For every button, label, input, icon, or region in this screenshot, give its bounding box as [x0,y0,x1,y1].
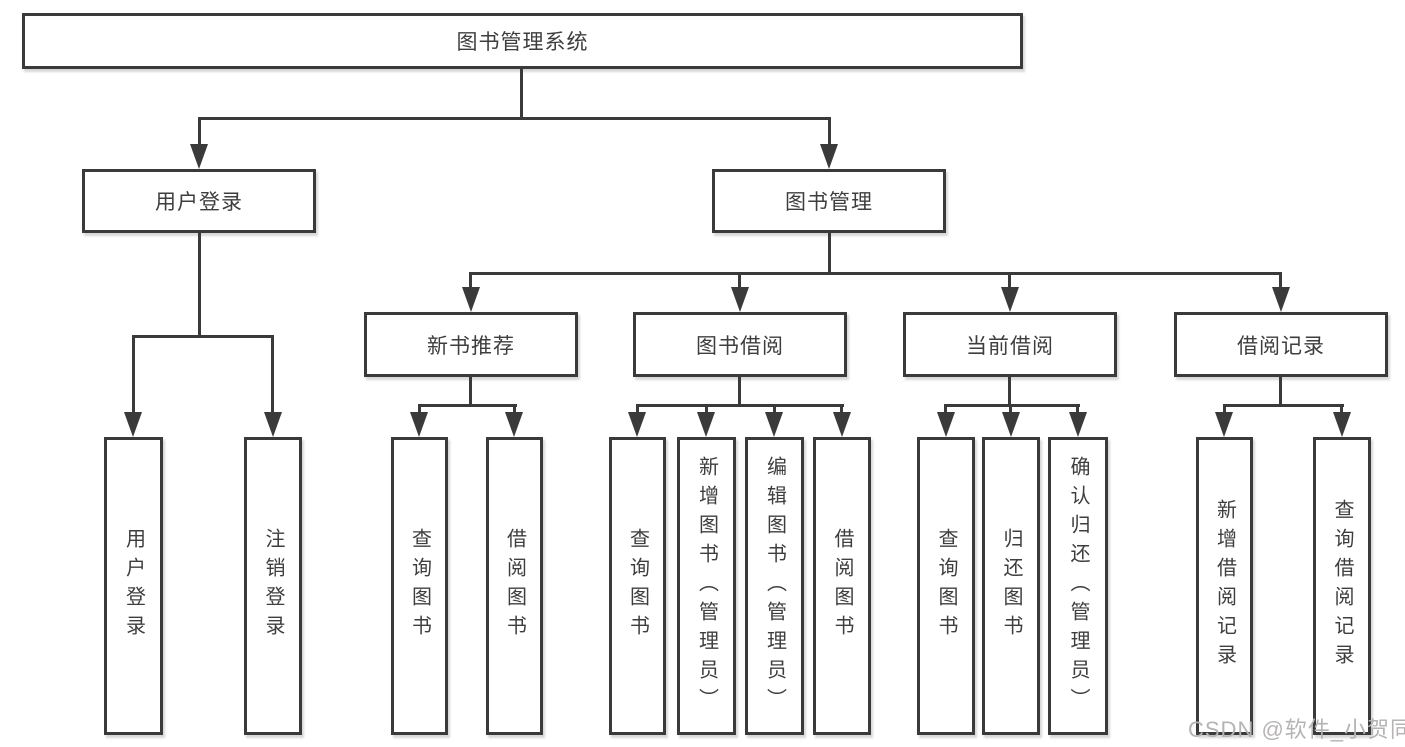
connector-userlogin-stem [198,233,201,337]
connector-newbook-stem [469,377,472,407]
connector-newbook-drop-2 [513,404,516,414]
leaf-label: 归还图书 [1000,528,1022,644]
connector-current-drop-1 [944,404,947,414]
arrow-head [410,412,428,437]
leaf-label: 借阅图书 [503,528,526,644]
arrow-head [264,412,282,437]
connector-root-drop-right [828,117,831,147]
leaf-label: 查询图书 [626,528,649,644]
arrow-head [1002,412,1020,437]
leaf-current-confirm-return-admin: 确认归还（管理员） [1048,437,1108,735]
connector-borrow-stem [738,377,741,407]
connector-records-drop-1 [1223,404,1226,414]
connector-bookmgmt-drop-3 [1008,272,1011,290]
leaf-logout: 注销登录 [244,437,302,735]
leaf-current-return-books: 归还图书 [982,437,1040,735]
connector-records-stem [1279,377,1282,407]
connector-root-stem [520,69,523,119]
connector-current-stem [1008,377,1011,407]
node-label: 图书管理系统 [456,31,589,54]
connector-bookmgmt-drop-1 [469,272,472,290]
node-user-login: 用户登录 [82,169,316,233]
arrow-head [1069,412,1087,437]
arrow-head [1272,287,1290,312]
leaf-current-query-books: 查询图书 [917,437,975,735]
leaf-borrow-edit-books-admin: 编辑图书（管理员） [745,437,804,735]
node-new-book-recommend: 新书推荐 [364,312,578,377]
leaf-label: 新增借阅记录 [1213,499,1236,673]
leaf-records-query-record: 查询借阅记录 [1313,437,1371,735]
leaf-records-add-record: 新增借阅记录 [1196,437,1253,735]
leaf-borrow-add-books-admin: 新增图书（管理员） [677,437,736,735]
connector-borrow-drop-1 [636,404,639,414]
connector-userlogin-drop-1 [132,335,135,415]
connector-borrow-drop-3 [773,404,776,414]
arrow-head [765,412,783,437]
node-current-borrow: 当前借阅 [903,312,1117,377]
leaf-label: 注销登录 [262,528,284,644]
connector-borrow-drop-2 [705,404,708,414]
connector-bookmgmt-stem [828,233,831,275]
node-label: 图书借阅 [696,334,784,358]
leaf-label: 查询图书 [408,528,431,644]
connector-userlogin-drop-2 [271,335,274,415]
connector-current-drop-2 [1009,404,1012,414]
watermark-text: CSDN @软件_小贺同学 [1188,717,1405,742]
arrow-head [820,144,838,169]
node-label: 新书推荐 [427,334,515,358]
leaf-label: 查询图书 [935,528,957,644]
node-label: 图书管理 [785,191,873,214]
connector-newbook-drop-1 [418,404,421,414]
connector-bookmgmt-drop-2 [738,272,741,290]
leaf-newbook-borrow-books: 借阅图书 [486,437,543,735]
connector-borrow-drop-4 [840,404,843,414]
leaf-user-login: 用户登录 [104,437,163,735]
node-borrow-records: 借阅记录 [1174,312,1388,377]
connector-records-drop-2 [1340,404,1343,414]
arrow-head [833,412,851,437]
leaf-label: 确认归还（管理员） [1067,455,1089,717]
connector-borrow-rail [636,404,844,407]
node-library-management-system: 图书管理系统 [22,13,1023,69]
connector-current-drop-3 [1076,404,1079,414]
arrow-head [124,412,142,437]
connector-root-drop-left [198,117,201,147]
connector-current-rail [944,404,1080,407]
leaf-borrow-borrow-books: 借阅图书 [813,437,871,735]
arrow-head [1333,412,1351,437]
leaf-newbook-query-books: 查询图书 [391,437,448,735]
arrow-head [731,287,749,312]
connector-userlogin-rail [132,335,274,338]
connector-bookmgmt-rail [470,272,1282,275]
node-label: 当前借阅 [966,334,1054,358]
arrow-head [190,144,208,169]
arrow-head [462,287,480,312]
leaf-label: 查询借阅记录 [1331,499,1353,673]
arrow-head [697,412,715,437]
connector-root-rail [198,117,831,120]
node-label: 借阅记录 [1237,334,1325,358]
leaf-borrow-query-books: 查询图书 [609,437,666,735]
arrow-head [1215,412,1233,437]
connector-bookmgmt-drop-4 [1279,272,1282,290]
leaf-label: 用户登录 [122,528,145,644]
leaf-label: 借阅图书 [831,528,853,644]
node-book-borrow: 图书借阅 [633,312,847,377]
connector-newbook-rail [418,404,517,407]
node-label: 用户登录 [155,191,243,214]
arrow-head [937,412,955,437]
leaf-label: 新增图书（管理员） [695,455,718,717]
arrow-head [628,412,646,437]
leaf-label: 编辑图书（管理员） [763,455,786,717]
node-book-management: 图书管理 [712,169,946,233]
connector-records-rail [1223,404,1344,407]
arrow-head [505,412,523,437]
arrow-head [1001,287,1019,312]
